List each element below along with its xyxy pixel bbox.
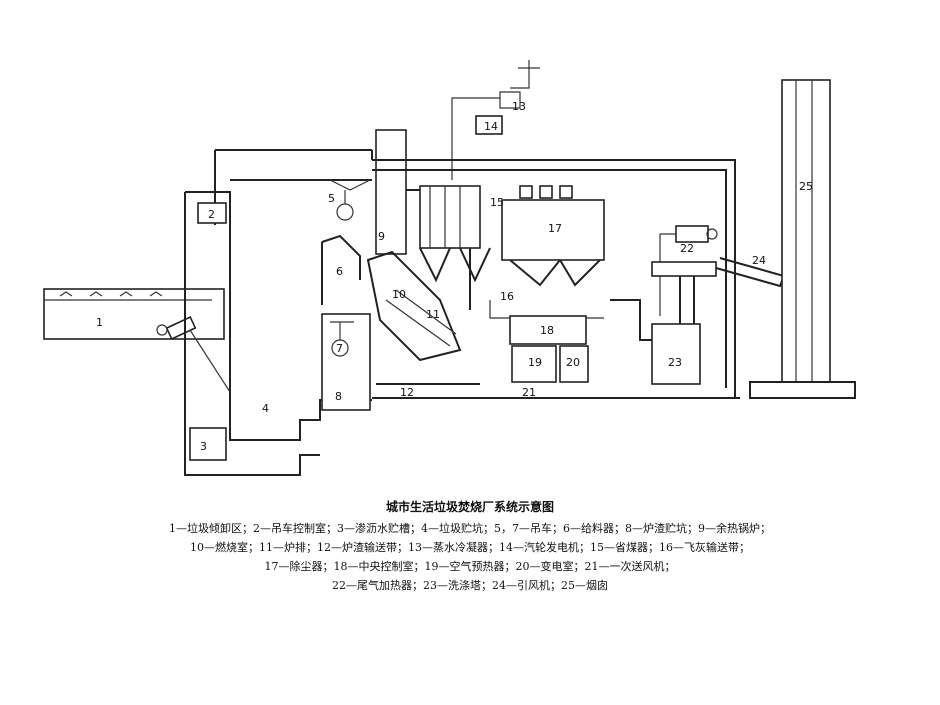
label-25: 25 <box>799 180 813 193</box>
label-7: 7 <box>336 342 343 355</box>
legend-line: 22—尾气加热器；23—洗涤塔；24—引风机；25—烟囱 <box>332 579 608 592</box>
legend-line: 1—垃圾倾卸区；2—吊车控制室；3—渗沥水贮槽；4—垃圾贮坑；5，7—吊车；6—… <box>169 522 771 535</box>
label-9: 9 <box>378 230 385 243</box>
label-11: 11 <box>426 308 440 321</box>
label-15: 15 <box>490 196 504 209</box>
label-19: 19 <box>528 356 542 369</box>
label-13: 13 <box>512 100 526 113</box>
economizer <box>419 185 491 283</box>
legend-line: 17—除尘器；18—中央控制室；19—空气预热器；20—变电室；21—一次送风机… <box>264 560 676 573</box>
scrubber <box>610 299 701 385</box>
central-control-room <box>509 315 587 345</box>
label-17: 17 <box>548 222 562 235</box>
incineration-plant-schematic: 1 2 3 4 5 6 7 8 9 10 11 12 13 14 15 16 1… <box>43 60 856 476</box>
label-5: 5 <box>328 192 335 205</box>
tipping-area <box>43 288 225 340</box>
dust-collector <box>501 185 605 287</box>
chimney <box>749 79 856 399</box>
substation <box>559 345 589 383</box>
caption-title: 城市生活垃圾焚烧厂系统示意图 <box>385 500 554 514</box>
label-10: 10 <box>392 288 406 301</box>
label-16: 16 <box>500 290 514 303</box>
label-22: 22 <box>680 242 694 255</box>
label-14: 14 <box>484 120 498 133</box>
refuse-bunker <box>184 149 372 476</box>
plant-building <box>371 150 736 398</box>
air-preheater <box>511 345 557 383</box>
induced-draft-fan <box>651 257 786 324</box>
feeder <box>321 234 361 305</box>
steam-turbine-generator <box>475 115 503 135</box>
figure-caption: 城市生活垃圾焚烧厂系统示意图 1—垃圾倾卸区；2—吊车控制室；3—渗沥水贮槽；4… <box>0 498 940 595</box>
label-1: 1 <box>96 316 103 329</box>
label-12: 12 <box>400 386 414 399</box>
label-21: 21 <box>522 386 536 399</box>
leachate-tank <box>189 427 227 461</box>
label-23: 23 <box>668 356 682 369</box>
label-2: 2 <box>208 208 215 221</box>
label-8: 8 <box>335 390 342 403</box>
label-24: 24 <box>752 254 766 267</box>
crane-icon <box>329 179 371 221</box>
legend-line: 10—燃烧室；11—炉排；12—炉渣输送带；13—蒸水冷凝器；14—汽轮发电机；… <box>190 541 750 554</box>
slag-pit <box>321 313 371 411</box>
label-6: 6 <box>336 265 343 278</box>
label-18: 18 <box>540 324 554 337</box>
truck-icon <box>156 316 231 393</box>
label-4: 4 <box>262 402 269 415</box>
label-3: 3 <box>200 440 207 453</box>
crane-control-room <box>197 202 227 224</box>
condenser <box>451 60 540 180</box>
label-20: 20 <box>566 356 580 369</box>
